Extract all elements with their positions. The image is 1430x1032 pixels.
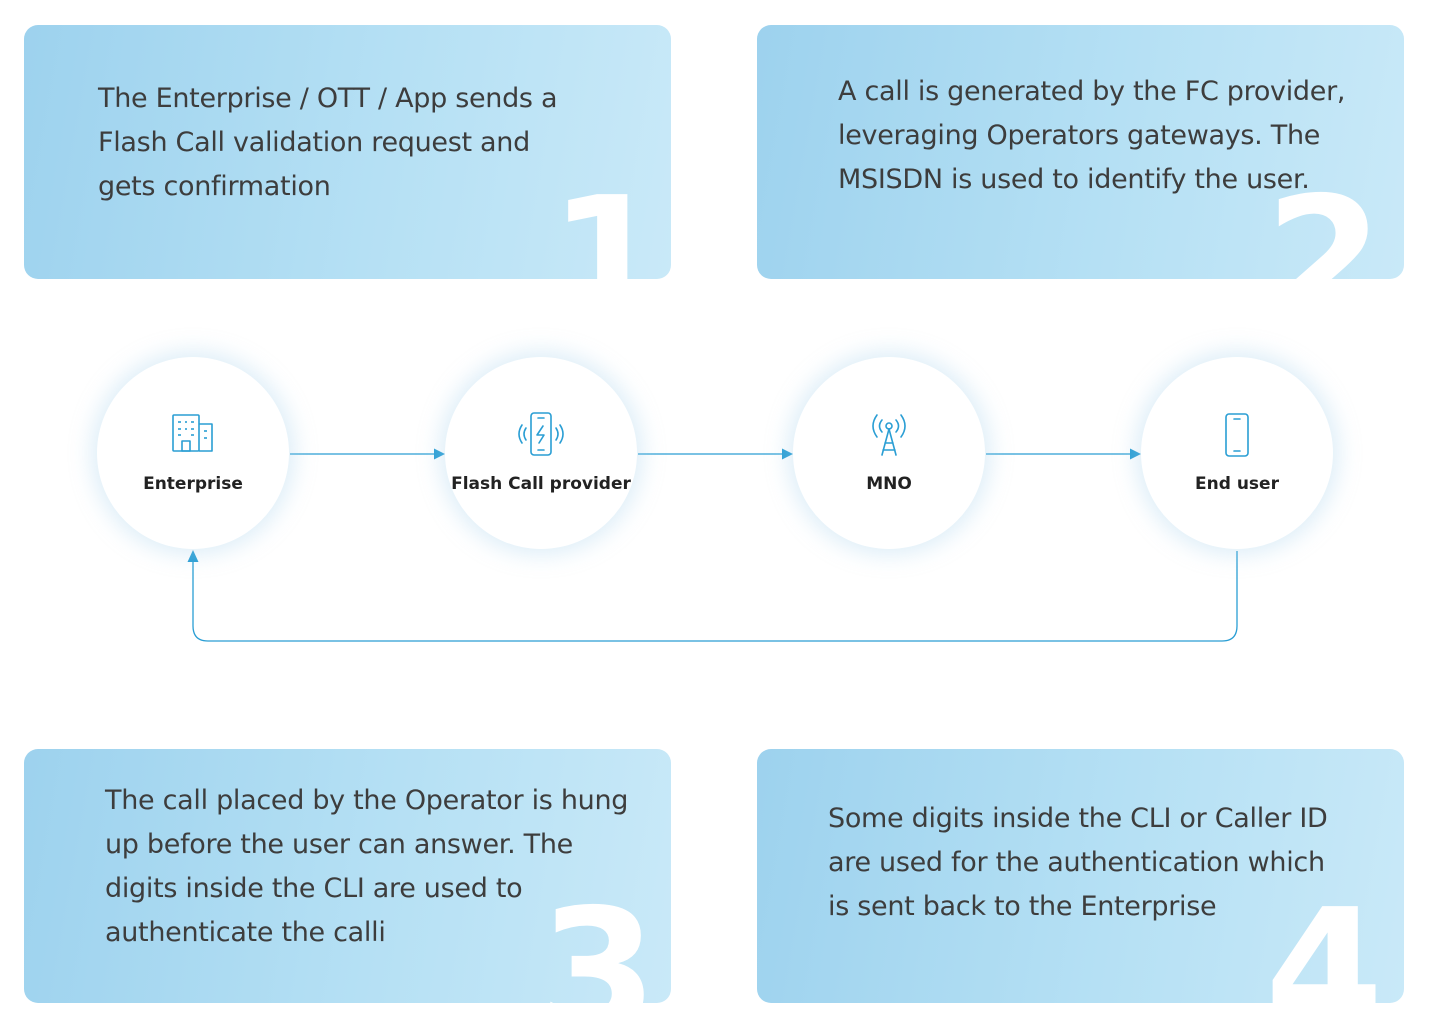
arrowhead [434,448,445,460]
vibrating-phone-icon [518,412,564,456]
node-label: Enterprise [143,474,243,494]
node-label: MNO [866,474,912,494]
step-description: Some digits inside the CLI or Caller ID … [828,803,1328,922]
node-flash-call-provider: Flash Call provider [445,357,637,549]
node-mno: MNO [793,357,985,549]
arrowhead [1130,448,1141,460]
return-path-enduser-to-enterprise [192,551,1238,642]
step-description: A call is generated by the FC provider, … [838,76,1346,195]
node-end-user: End user [1141,357,1333,549]
smartphone-icon [1225,413,1249,457]
node-enterprise: Enterprise [97,357,289,549]
step-description: The Enterprise / OTT / App sends a Flash… [98,83,558,202]
step-card-2: 2 A call is generated by the FC provider… [757,25,1404,279]
step-card-4: 4 Some digits inside the CLI or Caller I… [757,749,1404,1003]
node-label: End user [1195,474,1279,494]
step-card-3: 3 The call placed by the Operator is hun… [24,749,671,1003]
step-number: 4 [1265,873,1384,1003]
step-number: 2 [1265,161,1384,279]
step-number: 3 [539,873,658,1003]
node-label: Flash Call provider [451,474,631,494]
antenna-tower-icon [872,414,906,456]
step-number: 1 [549,161,668,279]
step-card-1: 1 The Enterprise / OTT / App sends a Fla… [24,25,671,279]
building-icon [172,414,213,452]
arrowhead [187,550,199,562]
arrowhead [782,448,793,460]
step-description: The call placed by the Operator is hung … [105,785,629,948]
